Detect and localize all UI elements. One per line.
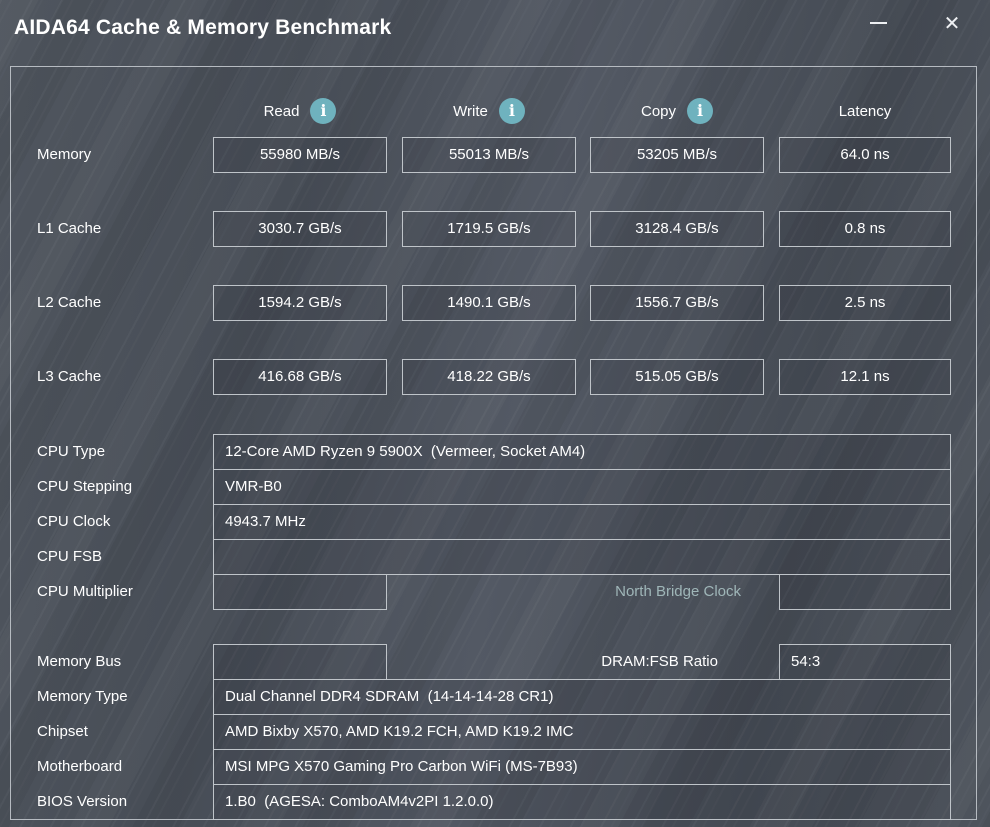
row-label-cpu-type: CPU Type [37,443,106,460]
cpu-clock-value: 4943.7 MHz [213,504,951,540]
column-header-write-label: Write [453,102,488,120]
titlebar: AIDA64 Cache & Memory Benchmark ✕ [0,0,990,60]
row-label-chipset: Chipset [37,723,88,740]
l2-write-value: 1490.1 GB/s [402,285,576,321]
column-header-write: Write i [402,93,576,129]
l3-read-value: 416.68 GB/s [213,359,387,395]
row-label-motherboard: Motherboard [37,758,123,775]
column-header-latency: Latency [779,93,951,129]
column-header-read: Read i [213,93,387,129]
row-label-l2-cache: L2 Cache [37,294,102,311]
memory-read-value: 55980 MB/s [213,137,387,173]
north-bridge-clock-value [779,574,951,610]
info-icon[interactable]: i [310,98,337,124]
row-label-memory: Memory [37,146,92,163]
memory-write-value: 55013 MB/s [402,137,576,173]
row-label-cpu-clock: CPU Clock [37,513,111,530]
column-header-read-label: Read [263,102,300,120]
window-title: AIDA64 Cache & Memory Benchmark [14,16,392,39]
benchmark-panel: Read i Write i Copy i Latency Memory 559… [10,66,977,820]
row-label-memory-bus: Memory Bus [37,653,122,670]
row-label-l1-cache: L1 Cache [37,220,102,237]
l1-read-value: 3030.7 GB/s [213,211,387,247]
l3-write-value: 418.22 GB/s [402,359,576,395]
dram-fsb-ratio-label: DRAM:FSB Ratio [601,653,718,670]
motherboard-value: MSI MPG X570 Gaming Pro Carbon WiFi (MS-… [213,749,951,785]
memory-bus-value [213,644,387,680]
dram-fsb-ratio-value: 54:3 [779,644,951,680]
memory-type-value: Dual Channel DDR4 SDRAM (14-14-14-28 CR1… [213,679,951,715]
close-button[interactable]: ✕ [932,6,972,40]
row-label-bios-version: BIOS Version [37,793,128,810]
cpu-multiplier-value [213,574,387,610]
column-header-copy: Copy i [590,93,764,129]
row-label-l3-cache: L3 Cache [37,368,102,385]
memory-latency-value: 64.0 ns [779,137,951,173]
bios-version-value: 1.B0 (AGESA: ComboAM4v2PI 1.2.0.0) [213,784,951,820]
l2-copy-value: 1556.7 GB/s [590,285,764,321]
row-label-cpu-multiplier: CPU Multiplier [37,583,133,600]
minimize-button[interactable] [858,6,898,40]
north-bridge-clock-label: North Bridge Clock [615,583,741,600]
l1-latency-value: 0.8 ns [779,211,951,247]
row-label-cpu-stepping: CPU Stepping [37,478,133,495]
chipset-value: AMD Bixby X570, AMD K19.2 FCH, AMD K19.2… [213,714,951,750]
l3-copy-value: 515.05 GB/s [590,359,764,395]
row-label-cpu-fsb: CPU FSB [37,548,103,565]
l1-copy-value: 3128.4 GB/s [590,211,764,247]
l2-read-value: 1594.2 GB/s [213,285,387,321]
column-header-copy-label: Copy [640,102,677,120]
column-header-latency-label: Latency [838,102,892,120]
minimize-icon [869,22,887,24]
memory-copy-value: 53205 MB/s [590,137,764,173]
row-label-memory-type: Memory Type [37,688,128,705]
close-icon: ✕ [943,12,961,35]
info-icon[interactable]: i [687,98,714,124]
l2-latency-value: 2.5 ns [779,285,951,321]
cpu-stepping-value: VMR-B0 [213,469,951,505]
l3-latency-value: 12.1 ns [779,359,951,395]
l1-write-value: 1719.5 GB/s [402,211,576,247]
cpu-type-value: 12-Core AMD Ryzen 9 5900X (Vermeer, Sock… [213,434,951,470]
cpu-fsb-value [213,539,951,575]
info-icon[interactable]: i [498,98,525,124]
